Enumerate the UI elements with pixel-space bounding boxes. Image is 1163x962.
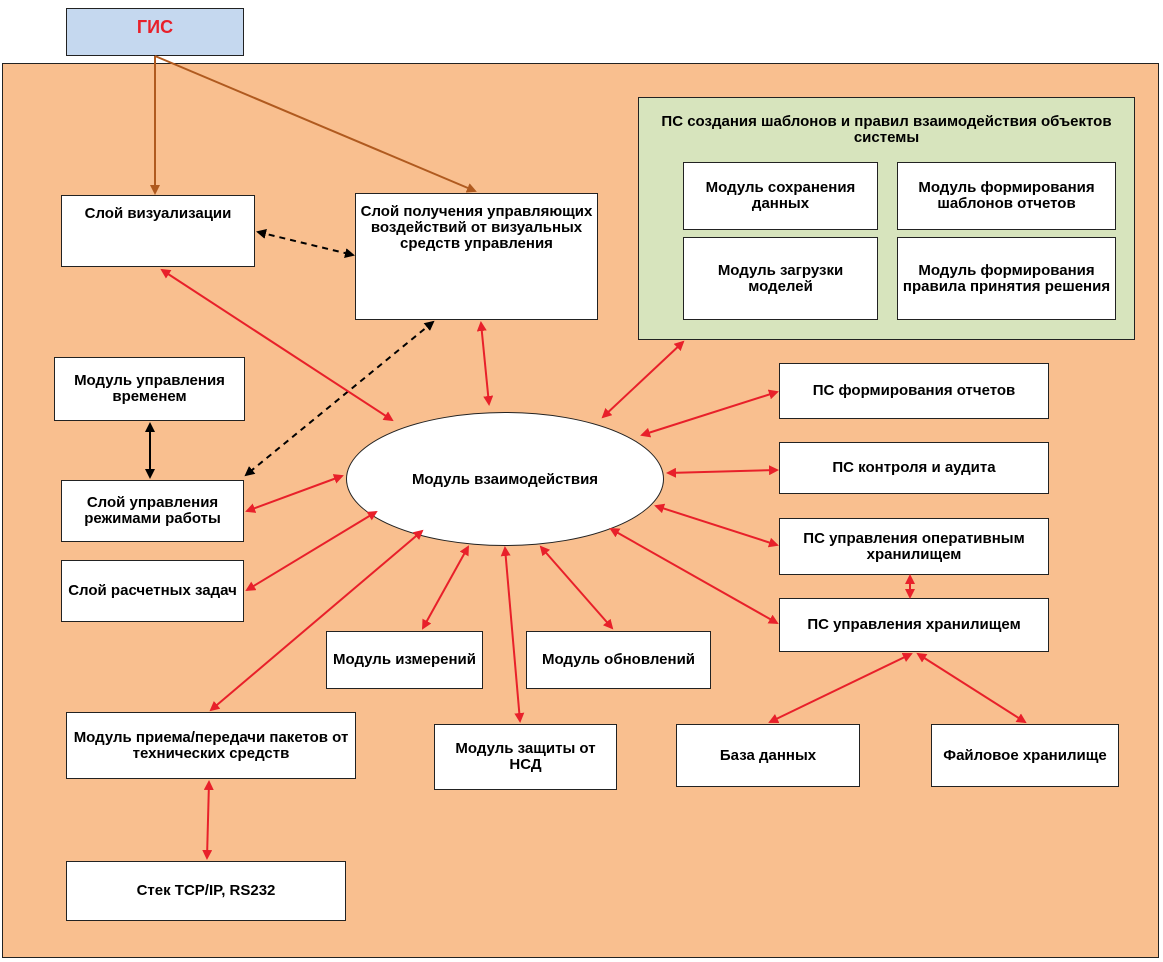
control-interaction-arrow [476,321,494,406]
packet-module-box: Модуль приема/передачи пакетов от технич… [66,712,356,779]
calc-interaction-arrow [245,510,378,592]
ps-templates-title: ПС создания шаблонов и правил взаимодейс… [661,113,1112,146]
database-box: База данных [676,724,860,787]
file-storage-box: Файловое хранилище [931,724,1119,787]
storage-file-arrow [916,652,1027,724]
measurements-interaction-arrow [422,545,469,630]
visualization-control-dashed-arrow [256,229,355,258]
gis-to-control-input-arrow [154,55,477,193]
operative-storage-interaction-arrow [654,503,779,548]
save-module-box: Модуль сохранения данных [683,162,878,230]
updates-module-box: Модуль обновлений [526,631,711,689]
report-templates-module-box: Модуль формирования шаблонов отчетов [897,162,1116,230]
audit-interaction-arrow [666,465,779,478]
ps-storage-box: ПС управления хранилищем [779,598,1049,652]
ps-reports-box: ПС формирования отчетов [779,363,1049,419]
control-modes-dashed-arrow [244,320,435,477]
decision-rules-module-box: Модуль формирования правила принятия реш… [897,237,1116,320]
control-input-layer-box: Слой получения управляющих воздействий о… [355,193,598,320]
updates-interaction-arrow [539,545,614,630]
reports-interaction-arrow [640,389,779,438]
gis-box: ГИС [66,8,244,56]
ps-operative-storage-box: ПС управления оперативным хранилищем [779,518,1049,575]
modes-interaction-arrow [245,474,344,513]
packet-tcp-arrow [202,780,214,860]
storage-database-arrow [768,652,913,724]
ps-audit-box: ПС контроля и аудита [779,442,1049,494]
visualization-interaction-arrow [160,268,394,422]
storage-interaction-arrow [609,528,779,624]
model-loading-module-box: Модуль загрузки моделей [683,237,878,320]
templates-interaction-arrow [601,340,685,419]
nsd-interaction-arrow [500,546,525,723]
visualization-layer-box: Слой визуализации [61,195,255,267]
nsd-module-box: Модуль защиты от НСД [434,724,617,790]
packet-interaction-arrow [209,529,424,712]
tcp-stack-box: Стек TCP/IP, RS232 [66,861,346,921]
